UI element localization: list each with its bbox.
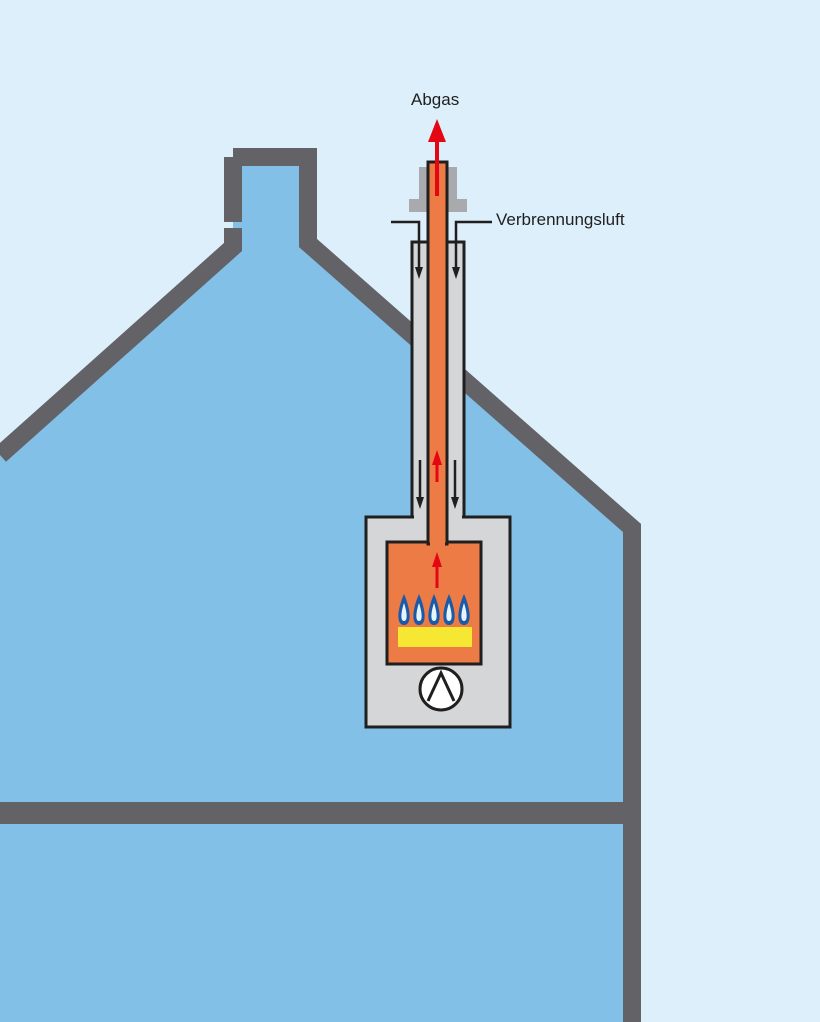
combustion-air-label: Verbrennungsluft — [496, 210, 625, 229]
exhaust-arrow-chamber — [432, 552, 442, 588]
flue-inner-joint — [430, 539, 445, 547]
fan-icon — [418, 666, 464, 712]
exhaust-label: Abgas — [411, 90, 460, 109]
air-inlet-arrow-left — [391, 220, 423, 279]
burner-bar — [398, 627, 472, 647]
air-down-arrow-left — [416, 460, 424, 509]
house-outline — [0, 148, 641, 1022]
flue-inner-pipe — [426, 160, 449, 546]
exhaust-arrow-middle — [432, 450, 442, 482]
floor-slab — [0, 802, 641, 824]
air-down-arrow-right — [451, 460, 459, 509]
exhaust-arrow-top — [428, 119, 446, 196]
air-inlet-arrow-right — [452, 220, 484, 279]
burner-flame-icon — [398, 594, 470, 625]
